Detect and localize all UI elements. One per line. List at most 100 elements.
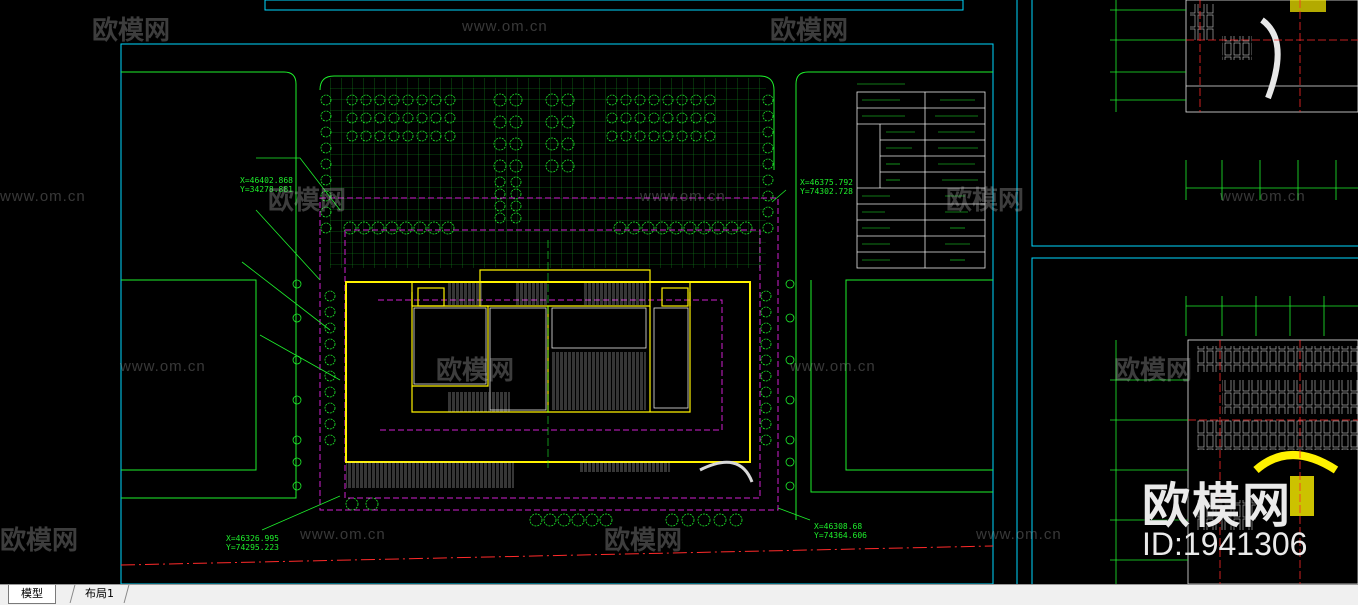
tree-symbol (509, 93, 523, 107)
tree-symbol (324, 354, 336, 366)
tree-symbol (494, 176, 506, 188)
tree-symbol (430, 112, 442, 124)
tree-symbol (385, 221, 399, 235)
site-boundaries (121, 71, 993, 520)
tree-symbol (760, 354, 772, 366)
tree-symbol (620, 94, 632, 106)
tree-symbol (557, 513, 571, 527)
tree-symbol (324, 418, 336, 430)
tree-symbol (346, 94, 358, 106)
tree-symbol (545, 93, 559, 107)
tree-symbol (320, 94, 332, 106)
tree-symbol (655, 221, 669, 235)
tree-symbol (343, 221, 357, 235)
tree-symbol (543, 513, 557, 527)
tree-symbol (545, 115, 559, 129)
tree-symbol (320, 174, 332, 186)
tree-symbol (529, 513, 543, 527)
tree-symbol (444, 130, 456, 142)
tree-symbol (360, 130, 372, 142)
tree-symbol (402, 112, 414, 124)
tree-symbol (509, 137, 523, 151)
coord-bottom-left: X=46326.995 Y=74295.223 (226, 534, 279, 552)
tab-model[interactable]: 模型 (8, 585, 56, 604)
tree-symbol (648, 130, 660, 142)
tree-symbol (494, 200, 506, 212)
tree-symbol (494, 188, 506, 200)
tree-symbol (374, 130, 386, 142)
tree-symbol (760, 290, 772, 302)
tree-symbol (665, 513, 679, 527)
tree-symbol (690, 130, 702, 142)
tree-symbol (648, 94, 660, 106)
axis-bubble (785, 435, 795, 445)
tree-symbol (444, 112, 456, 124)
tree-symbol (371, 221, 385, 235)
hatch-low (448, 392, 510, 412)
leader-lines (241, 157, 811, 531)
tree-symbol (690, 94, 702, 106)
tree-symbol (374, 112, 386, 124)
tree-symbol (762, 110, 774, 122)
tree-symbol (444, 94, 456, 106)
tree-symbol (388, 94, 400, 106)
hatch-mid (552, 352, 646, 410)
tree-symbol (669, 221, 683, 235)
tree-symbol (416, 130, 428, 142)
tree-symbol (634, 94, 646, 106)
watermark-brand-large: 欧模网 (1142, 478, 1293, 534)
axis-bubble (785, 313, 795, 323)
hatch-bottom-2 (580, 462, 670, 472)
tree-symbol (561, 115, 575, 129)
tree-symbol (762, 190, 774, 202)
tree-symbol (760, 434, 772, 446)
tree-symbol (641, 221, 655, 235)
tree-symbol (760, 338, 772, 350)
tree-symbol (545, 159, 559, 173)
tree-symbol (324, 322, 336, 334)
tree-symbol (399, 221, 413, 235)
tree-symbol (324, 402, 336, 414)
axis-bubble (785, 481, 795, 491)
tree-symbol (320, 142, 332, 154)
tree-symbol (681, 513, 695, 527)
tree-symbol (762, 206, 774, 218)
tree-symbol (697, 513, 711, 527)
tree-symbol (683, 221, 697, 235)
tree-symbol (760, 322, 772, 334)
tree-symbol (662, 112, 674, 124)
tree-symbol (324, 386, 336, 398)
tree-symbol (320, 206, 332, 218)
tab-layout-1[interactable]: 布局1 (69, 585, 130, 603)
tree-symbol (561, 137, 575, 151)
statistics-table-fill-lines (857, 83, 978, 261)
axis-bubbles (292, 279, 795, 491)
tree-symbol (704, 130, 716, 142)
axis-bubble (292, 481, 302, 491)
tree-symbol (762, 158, 774, 170)
tree-symbol (320, 190, 332, 202)
tree-symbol (627, 221, 641, 235)
tree-symbol (510, 176, 522, 188)
tree-symbol (760, 386, 772, 398)
ramp-curve (699, 460, 754, 483)
tree-symbol (357, 221, 371, 235)
tree-symbol (760, 370, 772, 382)
tree-symbol (320, 158, 332, 170)
tree-symbol (493, 93, 507, 107)
tree-symbol (509, 115, 523, 129)
tree-symbol (606, 94, 618, 106)
axis-bubble (292, 395, 302, 405)
tree-symbol (704, 94, 716, 106)
tree-symbol (545, 137, 559, 151)
tree-symbol (620, 112, 632, 124)
axis-bubble (785, 279, 795, 289)
tree-symbol (760, 306, 772, 318)
cad-model-space[interactable] (0, 0, 1358, 584)
tab-layout-1-label: 布局1 (85, 587, 114, 600)
tree-symbol (427, 221, 441, 235)
coord-top-left: X=46402.868 Y=34278.881 (240, 176, 293, 194)
coord-bottom-right: X=46308.68 Y=74364.606 (814, 522, 867, 540)
tree-symbol (760, 418, 772, 430)
building-walls-white (413, 307, 689, 411)
